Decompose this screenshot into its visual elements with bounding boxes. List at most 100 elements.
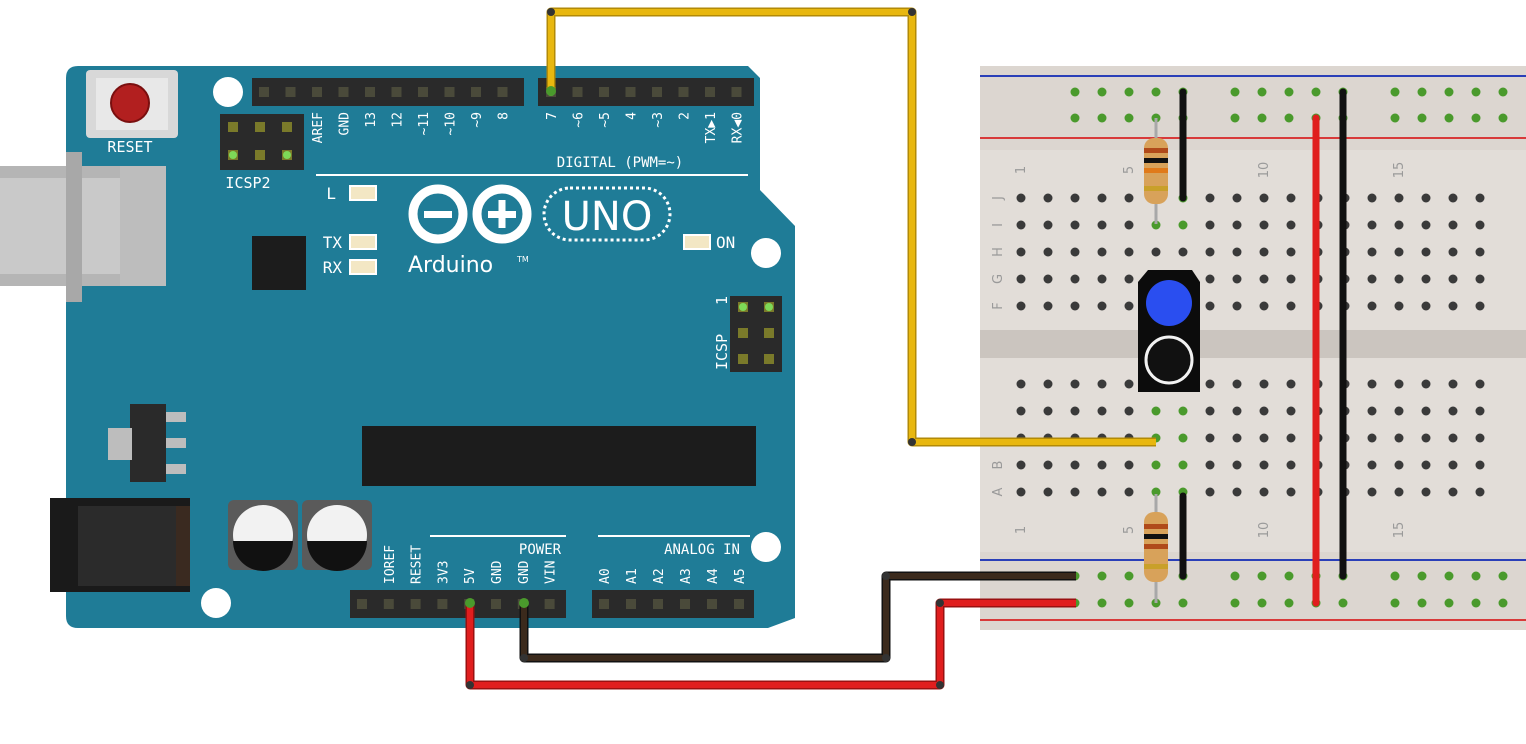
row-letter: H (991, 247, 1006, 257)
header-hole (705, 87, 715, 97)
breadboard-hole (1259, 379, 1269, 389)
digital-pin-label: 13 (364, 112, 379, 128)
rail-hole (1124, 571, 1134, 581)
rail-hole (1257, 571, 1267, 581)
breadboard-hole (1394, 301, 1404, 311)
rail-hole (1444, 113, 1454, 123)
header-hole (734, 599, 744, 609)
power-header-holes (357, 599, 744, 609)
breadboard-hole (1475, 460, 1485, 470)
header-hole (680, 599, 690, 609)
breadboard-hole (1259, 220, 1269, 230)
analog-pin-label: A0 (598, 568, 613, 584)
header-hole (285, 87, 296, 97)
breadboard-hole (1097, 487, 1107, 497)
breadboard-hole (1124, 460, 1134, 470)
power-pin-label: VIN (544, 561, 559, 584)
power-pin-label: RESET (410, 545, 425, 584)
breadboard-hole (1016, 193, 1026, 203)
header-hole (572, 87, 583, 97)
breadboard-hole (1421, 220, 1431, 230)
analog-header (592, 590, 754, 618)
usb-chip (252, 236, 306, 290)
breadboard-hole (1205, 193, 1215, 203)
breadboard-hole (1448, 487, 1458, 497)
arduino-logo-tm: TM (516, 255, 529, 264)
breadboard-hole (1124, 193, 1134, 203)
breadboard-hole (1421, 487, 1431, 497)
arduino-infinity-logo (408, 184, 532, 244)
breadboard-hole (1070, 193, 1080, 203)
breadboard-hole (1259, 487, 1269, 497)
breadboard-hole (1205, 406, 1215, 416)
rail-hole (1230, 113, 1240, 123)
rail-hole (1338, 598, 1348, 608)
breadboard-hole (1448, 406, 1458, 416)
wire-endpoints (465, 86, 556, 608)
led-rx (349, 259, 377, 275)
rail-hole (1471, 113, 1481, 123)
breadboard-hole (1367, 433, 1377, 443)
power-label: POWER (519, 542, 562, 558)
wire-joints (466, 8, 944, 689)
rail-hole (1070, 113, 1080, 123)
breadboard-hole (1016, 487, 1026, 497)
rail-hole (1498, 113, 1508, 123)
icsp-header (730, 296, 782, 372)
breadboard-hole (1232, 193, 1242, 203)
breadboard-hole (1016, 274, 1026, 284)
breadboard-hole (1124, 301, 1134, 311)
power-pin-label: 3V3 (436, 561, 451, 584)
header-hole (678, 87, 689, 97)
header-hole (338, 87, 349, 97)
breadboard-hole (1367, 460, 1377, 470)
header-hole (625, 87, 636, 97)
breadboard-hole (1070, 274, 1080, 284)
rail-hole (1070, 87, 1080, 97)
rail-hole (1417, 571, 1427, 581)
breadboard-hole (1151, 487, 1161, 497)
mounting-hole (213, 77, 243, 107)
header-hole (383, 599, 394, 609)
header-hole (365, 87, 375, 97)
power-pin-label: GND (490, 560, 505, 584)
breadboard-hole (1043, 193, 1053, 203)
breadboard-hole (1097, 220, 1107, 230)
breadboard-hole (1421, 433, 1431, 443)
rail-hole (1097, 571, 1107, 581)
breadboard-hole (1070, 220, 1080, 230)
breadboard-hole (1178, 433, 1188, 443)
breadboard-hole (1070, 487, 1080, 497)
rail-hole (1151, 87, 1161, 97)
led-on (683, 234, 711, 250)
breadboard-hole (1448, 433, 1458, 443)
header-hole (312, 87, 322, 97)
breadboard-hole (1475, 301, 1485, 311)
reset-button[interactable] (86, 70, 178, 138)
column-number: 15 (1392, 522, 1407, 539)
breadboard-hole (1475, 220, 1485, 230)
uno-badge (542, 186, 672, 242)
rail-hole (1097, 113, 1107, 123)
uno-model-text: UNO (562, 194, 653, 240)
capacitor (228, 500, 298, 571)
power-header (350, 590, 566, 618)
resistor-icon (1144, 118, 1168, 224)
breadboard-hole (1367, 487, 1377, 497)
breadboard-hole (1016, 460, 1026, 470)
breadboard-hole (1205, 379, 1215, 389)
header-hole (707, 599, 717, 609)
breadboard-hole (1286, 406, 1296, 416)
breadboard-hole (1124, 274, 1134, 284)
breadboard-hole (1124, 379, 1134, 389)
rail-hole (1230, 571, 1240, 581)
digital-pin-label: AREF (311, 112, 326, 143)
breadboard-hole (1124, 406, 1134, 416)
breadboard-hole (1232, 487, 1242, 497)
breadboard-hole (1151, 247, 1161, 257)
breadboard-hole (1475, 433, 1485, 443)
breadboard-hole (1259, 301, 1269, 311)
